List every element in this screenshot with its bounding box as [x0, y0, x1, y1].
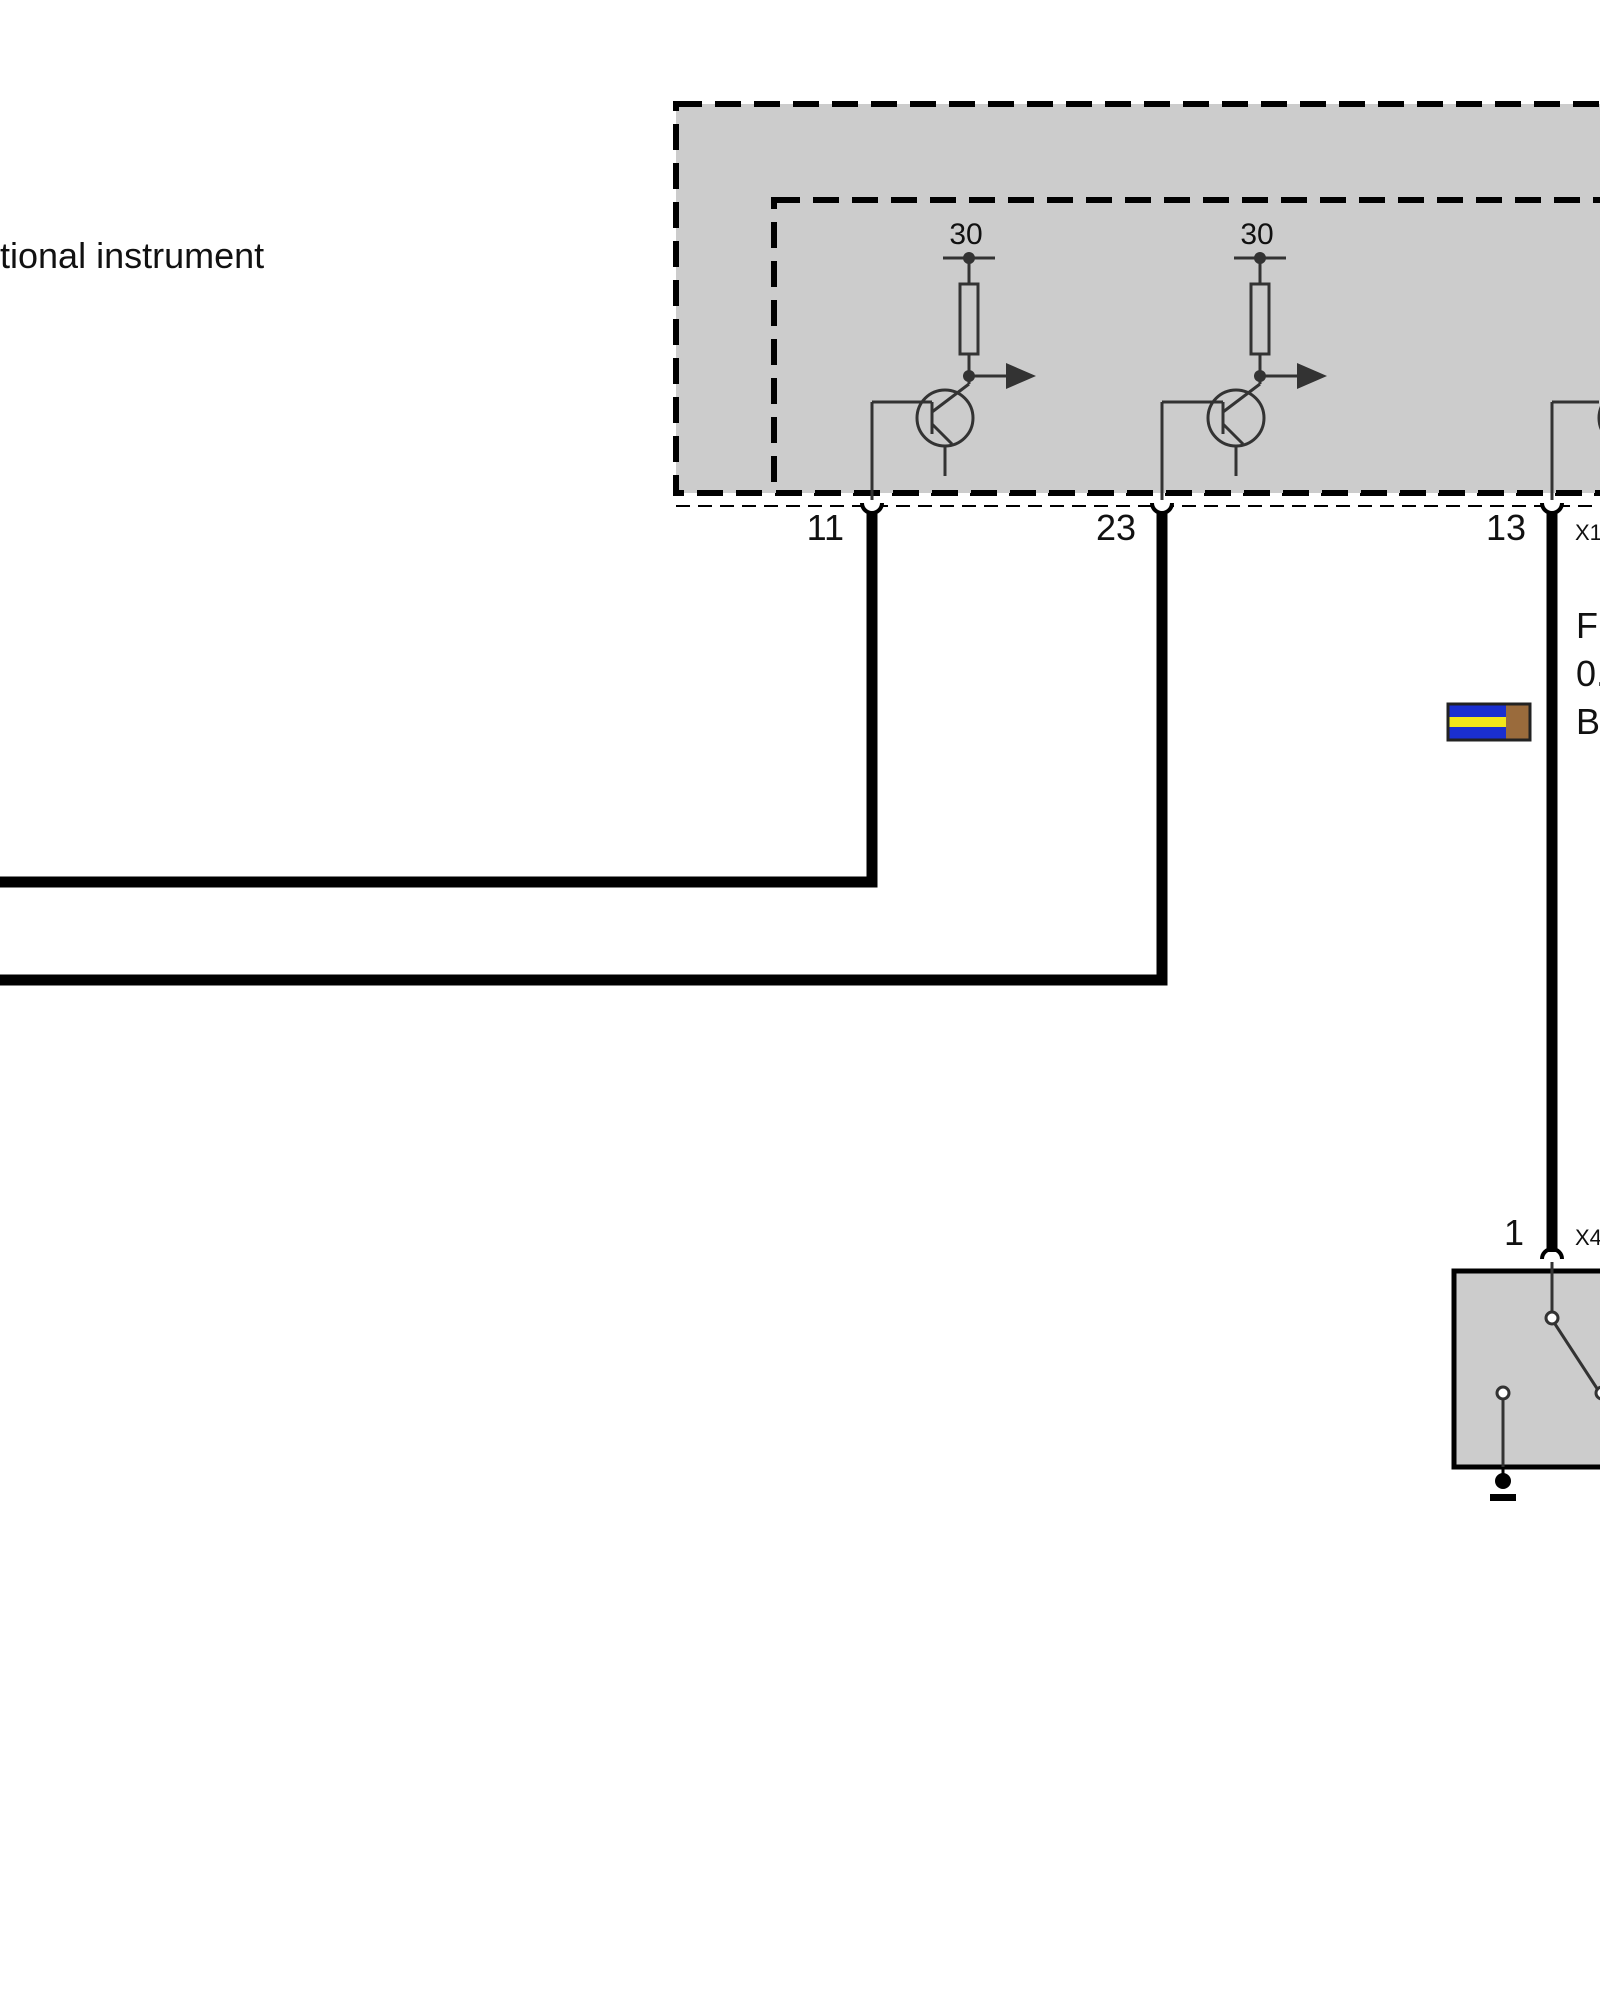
wire-pin-11 — [0, 513, 878, 888]
pin-13-label: 13 — [1486, 507, 1526, 548]
supply-label-2: 30 — [1240, 218, 1273, 251]
wires — [0, 513, 1558, 1252]
pin-terminals — [860, 502, 1564, 1260]
connector-x1-label: X1 — [1575, 520, 1600, 545]
connector-x4-label: X4 — [1575, 1225, 1600, 1250]
pin-23-label: 23 — [1096, 507, 1136, 548]
wire-pin-23 — [0, 513, 1168, 986]
pin-1-label: 1 — [1504, 1212, 1524, 1253]
switch-component — [1451, 1262, 1600, 1470]
supply-label-1: 30 — [949, 218, 982, 251]
component-title: tional instrument — [0, 235, 264, 276]
driver-stage-3 — [1550, 400, 1600, 500]
control-module-inner — [771, 197, 1600, 496]
driver-stage-1: 30 — [870, 218, 1036, 500]
ground-symbol — [1490, 1467, 1516, 1501]
driver-stage-2: 30 — [1160, 218, 1327, 500]
wire-info-line-1: F — [1576, 605, 1598, 646]
wire-info-line-3: B — [1576, 701, 1600, 742]
wire-info-line-2: 0. — [1576, 653, 1600, 694]
wire-color-swatch — [1446, 702, 1532, 742]
pin-11-label: 11 — [807, 507, 844, 548]
